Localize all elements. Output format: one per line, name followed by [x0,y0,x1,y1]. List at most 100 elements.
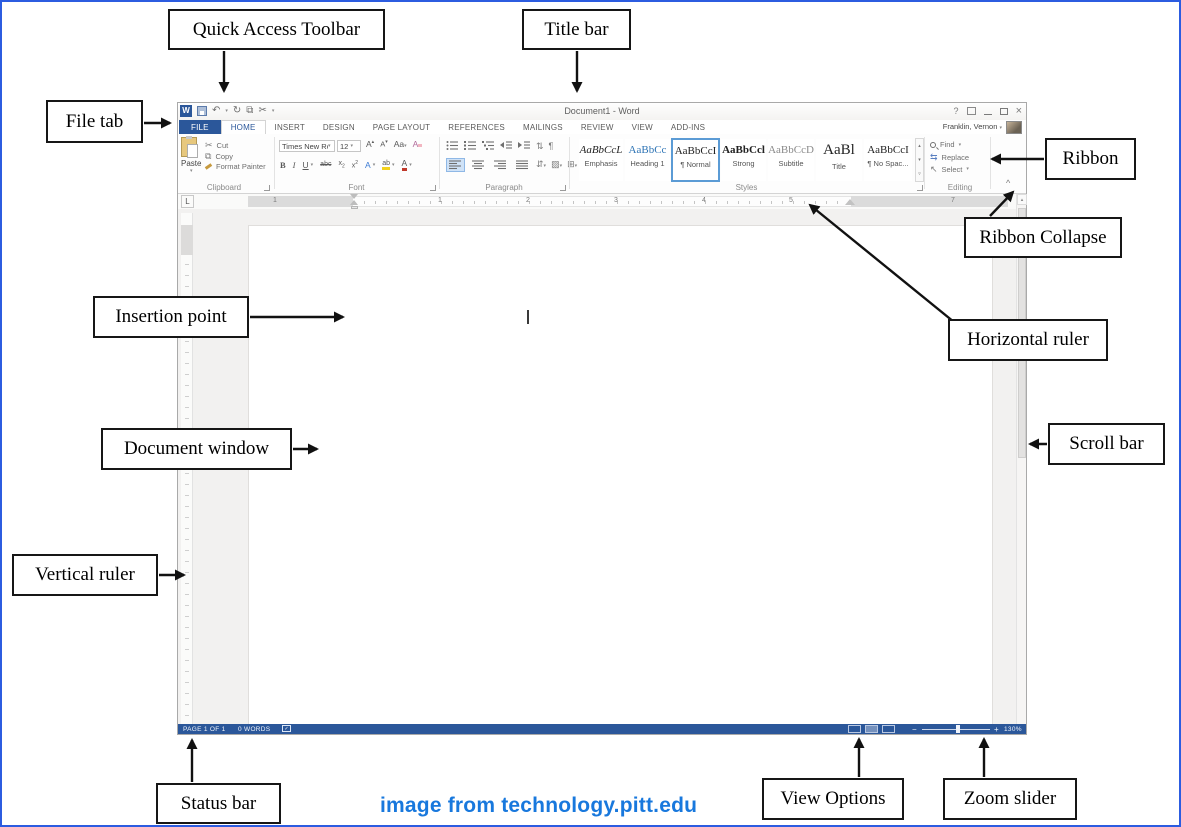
subscript-button[interactable]: x2 [338,159,345,170]
style-no-spacing[interactable]: AaBbCcI¶ No Spac... [863,138,913,182]
zoom-percentage[interactable]: 130% [1004,725,1022,733]
change-case-button[interactable]: Aa▾ [393,139,407,149]
clear-formatting-button[interactable]: A [413,139,423,149]
underline-button[interactable]: U [302,159,309,170]
print-layout-icon[interactable] [865,725,878,733]
align-right-button[interactable] [492,159,509,171]
undo-dropdown-icon[interactable]: ▾ [225,108,228,114]
tab-page-layout[interactable]: PAGE LAYOUT [372,123,431,132]
paragraph-group-label: Paragraph [485,183,523,192]
styles-dialog-launcher-icon[interactable] [917,185,923,191]
shading-icon[interactable]: ▨▾ [551,159,563,169]
multilevel-list-icon[interactable] [482,140,495,151]
cut-icon: ✂ [205,140,213,150]
strikethrough-button[interactable]: abc [320,161,332,168]
line-spacing-icon[interactable]: ⇵▾ [536,159,547,169]
vertical-scroll-bar[interactable]: ▴ [1016,194,1027,724]
save-icon[interactable] [197,106,207,116]
help-icon[interactable]: ? [953,106,959,116]
superscript-button[interactable]: x2 [351,159,359,170]
customize-qat-icon[interactable]: ▾ [271,108,275,114]
ruler-number: 1 [438,197,442,204]
italic-button[interactable]: I [292,159,296,170]
borders-icon[interactable]: ⊞▾ [567,159,578,169]
left-indent-marker[interactable] [350,205,358,209]
increase-indent-icon[interactable] [518,140,531,151]
restore-icon[interactable] [999,107,1008,115]
styles-gallery-scroll[interactable]: ▴▾▿ [915,138,924,182]
redo-icon[interactable]: ↻ [232,105,242,116]
font-family-select[interactable]: Times New Ro▾ [279,140,335,152]
zoom-slider-thumb[interactable] [956,725,960,733]
ribbon-collapse-icon[interactable]: ^ [1006,178,1011,188]
zoom-in-icon[interactable]: + [994,724,999,734]
document-page[interactable] [248,225,993,724]
paste-button[interactable]: Paste ▾ [181,136,201,174]
right-indent-marker[interactable] [845,199,855,205]
shrink-font-button[interactable]: A▾ [380,139,388,149]
bullets-icon[interactable] [446,140,459,151]
tab-home[interactable]: HOME [220,120,266,134]
copy-icon[interactable]: ⧉ [246,105,254,116]
clipboard-dialog-launcher-icon[interactable] [264,185,270,191]
tab-review[interactable]: REVIEW [580,123,614,132]
style-normal[interactable]: AaBbCcI¶ Normal [671,138,720,182]
text-effects-button[interactable]: A [365,159,371,170]
select-button[interactable]: ↖ Select▾ [930,164,969,174]
ribbon-display-options-icon[interactable] [966,107,976,115]
account-name[interactable]: Franklin, Vernon ▾ [942,122,1002,131]
tab-selector-icon[interactable]: L [181,195,194,208]
word-count[interactable]: 0 WORDS [238,725,271,733]
format-painter-button[interactable]: Format Painter [204,162,266,171]
show-hide-pilcrow-icon[interactable]: ¶ [548,140,554,151]
proofing-status-icon[interactable]: ✓ [282,725,291,732]
tab-design[interactable]: DESIGN [322,123,355,132]
page-indicator[interactable]: PAGE 1 OF 1 [183,725,226,733]
font-dialog-launcher-icon[interactable] [430,185,436,191]
user-avatar[interactable] [1006,121,1022,134]
hanging-indent-marker[interactable] [350,200,358,205]
cut-icon[interactable]: ✂ [258,105,267,116]
replace-button[interactable]: ⇆ Replace [930,152,970,162]
minimize-icon[interactable] [983,107,992,115]
align-left-button[interactable] [446,158,465,172]
read-mode-icon[interactable] [848,725,861,733]
tab-view[interactable]: VIEW [631,123,653,132]
justify-button[interactable] [514,159,531,171]
scroll-up-icon[interactable]: ▴ [1017,194,1027,205]
zoom-out-icon[interactable]: − [912,724,917,734]
tab-add-ins[interactable]: ADD-INS [670,123,706,132]
grow-font-button[interactable]: A▴ [366,139,375,149]
callout-horizontal-ruler: Horizontal ruler [948,319,1108,361]
tab-file[interactable]: FILE [179,120,221,134]
align-center-button[interactable] [470,159,487,171]
ribbon-tab-bar: FILE HOME INSERT DESIGN PAGE LAYOUT REFE… [178,120,1026,134]
close-icon[interactable]: × [1015,105,1022,117]
cut-button[interactable]: ✂ Cut [205,140,229,150]
tab-mailings[interactable]: MAILINGS [522,123,563,132]
copy-button[interactable]: ⧉ Copy [205,151,233,161]
find-button[interactable]: Find▾ [930,140,961,149]
sort-icon[interactable]: ⇅ [536,140,544,151]
callout-file-tab: File tab [46,100,143,143]
bold-button[interactable]: B [280,159,286,170]
decrease-indent-icon[interactable] [500,140,513,151]
web-layout-icon[interactable] [882,725,895,733]
image-credit-link[interactable]: image from technology.pitt.edu [380,794,698,817]
first-line-indent-marker[interactable] [350,194,358,199]
font-size-select[interactable]: 12 ▾ [337,140,361,152]
document-window[interactable] [178,209,1026,724]
highlight-button[interactable]: ab [382,160,391,170]
tab-references[interactable]: REFERENCES [448,123,505,132]
paragraph-dialog-launcher-icon[interactable] [560,185,566,191]
font-color-button[interactable]: A [401,158,408,171]
tab-insert[interactable]: INSERT [274,123,305,132]
undo-icon[interactable]: ↶ [212,105,221,116]
numbering-icon[interactable] [464,140,477,151]
